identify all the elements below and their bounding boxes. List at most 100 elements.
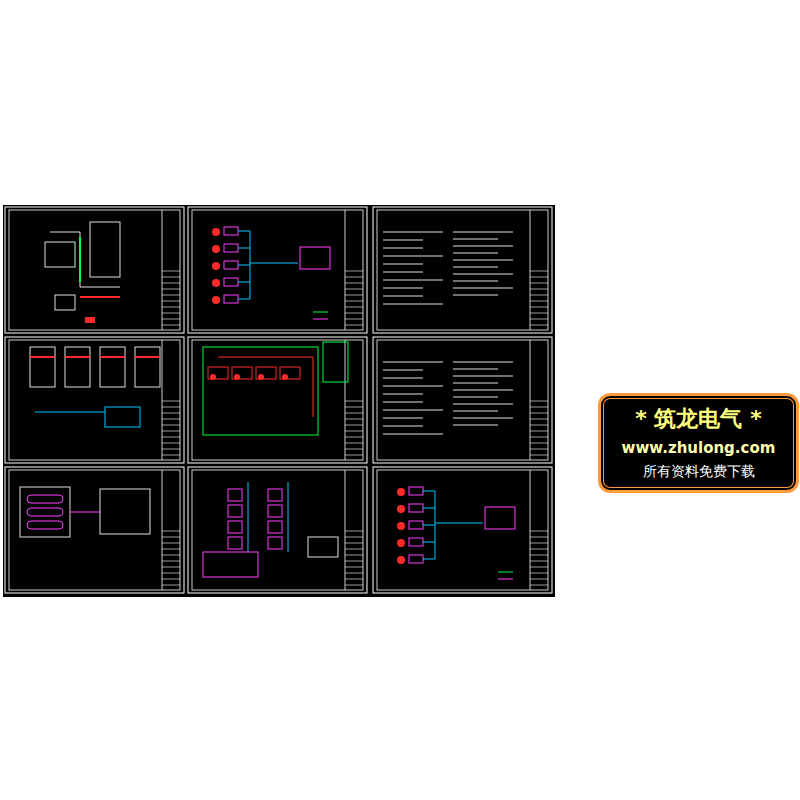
cad-line	[85, 317, 95, 323]
title-block-row	[162, 567, 180, 568]
cad-line	[383, 288, 423, 289]
cad-line	[498, 579, 513, 580]
title-block-row	[345, 425, 363, 426]
cad-line	[135, 356, 160, 358]
cad-line	[423, 491, 435, 492]
cad-line	[397, 505, 405, 513]
cad-line	[313, 312, 328, 313]
title-block-row	[162, 401, 180, 402]
cad-line	[268, 489, 282, 501]
cad-line	[453, 232, 513, 233]
sheet-frame	[5, 207, 184, 333]
cad-line	[228, 505, 242, 517]
cad-line	[50, 232, 120, 287]
title-block-row	[345, 585, 363, 586]
cad-line	[397, 539, 405, 547]
cad-line	[100, 356, 125, 358]
cad-line	[435, 523, 483, 524]
cad-line	[268, 521, 282, 533]
title-block-row	[345, 549, 363, 550]
sheet-border	[9, 470, 180, 590]
title-block-row	[530, 313, 548, 314]
title-block-row	[530, 437, 548, 438]
cad-line	[383, 410, 443, 411]
cad-line	[228, 489, 242, 501]
title-block	[162, 340, 163, 460]
title-block-row	[345, 443, 363, 444]
title-block-row	[530, 443, 548, 444]
title-block-row	[345, 413, 363, 414]
cad-line	[383, 304, 443, 305]
sheet-group	[5, 207, 552, 593]
cad-line	[238, 299, 250, 300]
cad-line	[65, 347, 90, 387]
cad-line	[453, 397, 498, 398]
title-block-row	[162, 301, 180, 302]
title-block-row	[162, 579, 180, 580]
title-block-row	[345, 561, 363, 562]
title-block-row	[530, 567, 548, 568]
cad-line	[485, 507, 515, 529]
title-block-row	[162, 561, 180, 562]
model-space	[3, 205, 555, 597]
cad-line	[238, 231, 250, 232]
cad-line	[224, 227, 238, 235]
cad-line	[409, 538, 423, 546]
title-block-row	[530, 555, 548, 556]
cad-line	[65, 356, 90, 358]
title-block-row	[530, 301, 548, 302]
title-block-row	[530, 573, 548, 574]
cad-line	[308, 537, 338, 557]
title-block-row	[162, 407, 180, 408]
cad-line	[80, 296, 120, 298]
cad-line	[212, 279, 220, 287]
title-block-row	[345, 573, 363, 574]
cad-line	[300, 247, 330, 269]
site-url: www.zhulong.com	[622, 439, 776, 458]
cad-line	[383, 386, 443, 387]
title-block-row	[345, 431, 363, 432]
title-block-row	[530, 419, 548, 420]
sheet-frame	[373, 467, 552, 593]
title-block-row	[345, 555, 363, 556]
title-block-row	[345, 531, 363, 532]
watermark-box: * 筑龙电气 *www.zhulong.com所有资料免费下载	[598, 393, 799, 493]
title-block-row	[162, 419, 180, 420]
sheet-frame	[5, 467, 184, 593]
cad-line	[30, 347, 55, 387]
cad-line	[212, 228, 220, 236]
cad-line	[27, 508, 63, 516]
title-block-row	[162, 325, 180, 326]
title-block-row	[530, 401, 548, 402]
cad-line	[55, 295, 75, 310]
title-block-row	[345, 419, 363, 420]
cad-line	[383, 248, 423, 249]
sheet-frame	[373, 207, 552, 333]
cad-line	[409, 504, 423, 512]
title-block-row	[162, 277, 180, 278]
title-block-row	[162, 531, 180, 532]
title-block-row	[530, 413, 548, 414]
cad-line	[383, 378, 423, 379]
sheet-border	[192, 470, 363, 590]
title-block-row	[345, 301, 363, 302]
sheet-frame	[373, 337, 552, 463]
sheet-frame	[5, 337, 184, 463]
cad-line	[203, 552, 258, 577]
title-block	[345, 470, 346, 590]
title-block-row	[162, 455, 180, 456]
cad-line	[383, 280, 443, 281]
cad-line	[435, 491, 436, 559]
title-block-row	[345, 325, 363, 326]
title-block-row	[530, 531, 548, 532]
title-block-row	[345, 437, 363, 438]
cad-line	[383, 418, 423, 419]
cad-line	[383, 426, 423, 427]
title-block-row	[530, 543, 548, 544]
brand-name: * 筑龙电气 *	[635, 405, 761, 433]
title-block-row	[345, 579, 363, 580]
cad-line	[90, 222, 120, 277]
title-block-row	[162, 431, 180, 432]
title-block-row	[162, 549, 180, 550]
